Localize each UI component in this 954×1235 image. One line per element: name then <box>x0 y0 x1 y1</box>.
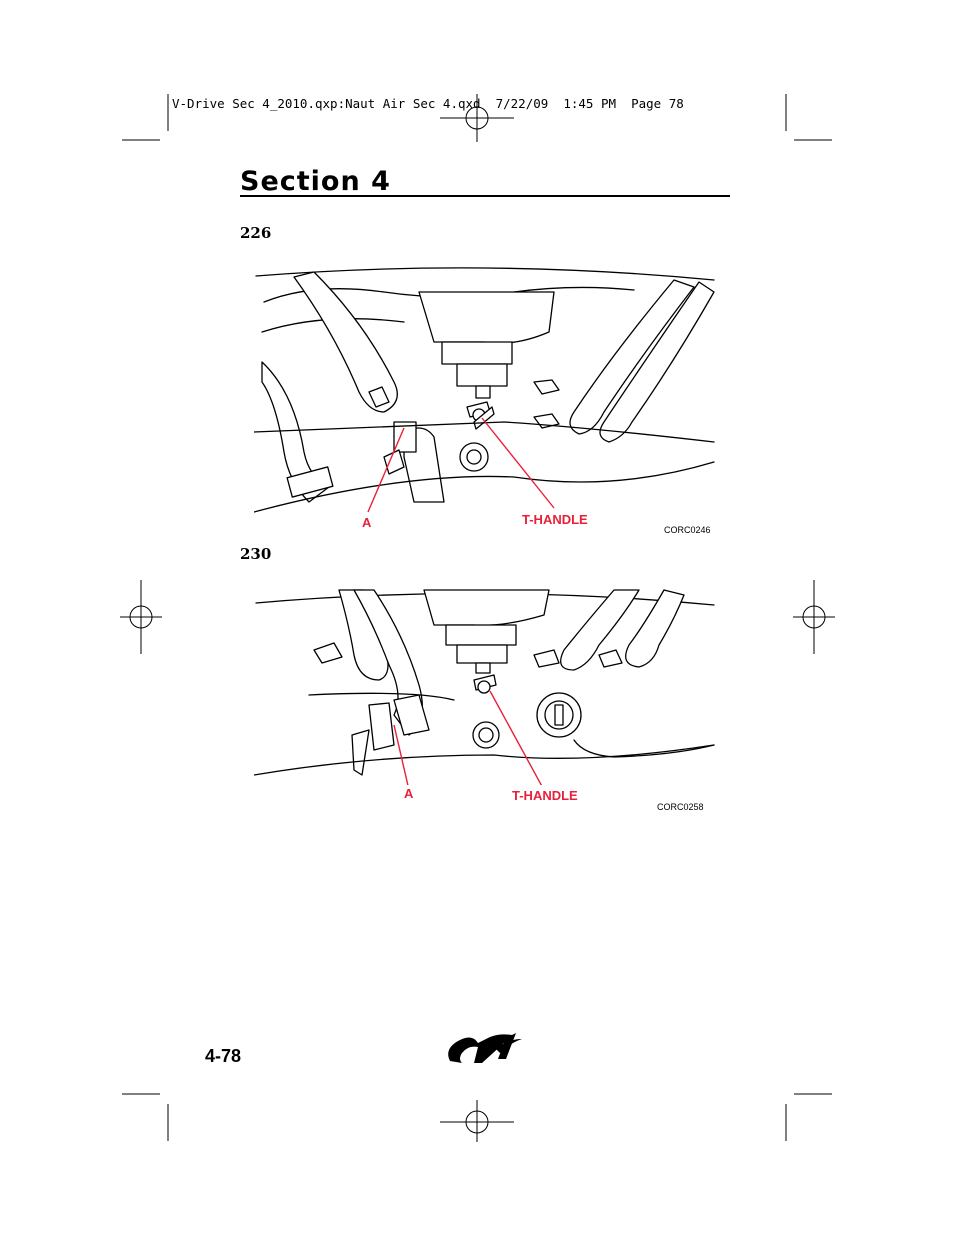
figure-number: 230 <box>240 545 272 563</box>
figure-226-illustration <box>254 267 715 513</box>
callout-a: A <box>362 515 372 530</box>
page-number: 4-78 <box>205 1046 242 1066</box>
section-title: Section 4 <box>240 166 391 197</box>
figure-number: 226 <box>240 224 272 242</box>
registration-mark-top <box>440 94 514 142</box>
registration-mark-left <box>120 580 162 654</box>
registration-mark-bottom <box>440 1100 514 1142</box>
figure-230-illustration <box>254 589 715 785</box>
figure-code: CORC0258 <box>657 802 704 812</box>
registration-mark-right <box>793 580 835 654</box>
callout-a: A <box>404 786 414 801</box>
callout-t-handle: T-HANDLE <box>522 512 588 527</box>
nautique-logo <box>448 1033 522 1063</box>
header-rule <box>240 195 730 197</box>
print-slug: V-Drive Sec 4_2010.qxp:Naut Air Sec 4.qx… <box>172 96 684 111</box>
callout-t-handle: T-HANDLE <box>512 788 578 803</box>
figure-code: CORC0246 <box>664 525 711 535</box>
